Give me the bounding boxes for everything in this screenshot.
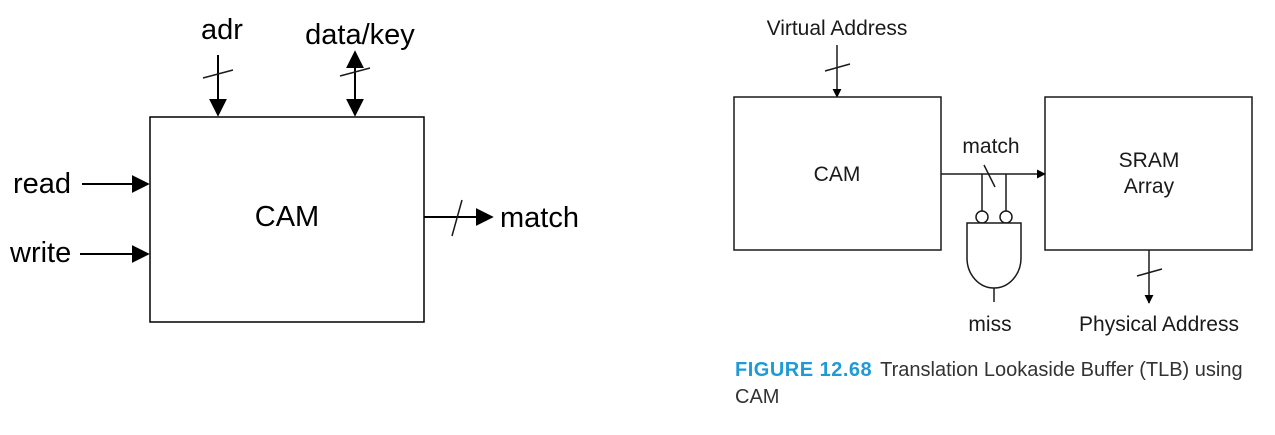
data-key-bus-slash xyxy=(339,67,371,77)
gate-inverter-bubble-left xyxy=(975,210,989,224)
physical-address-bus-slash xyxy=(1136,268,1163,277)
adr-label: adr xyxy=(201,14,243,46)
gate-inverter-bubble-right xyxy=(999,210,1013,224)
figure-number: FIGURE 12.68 xyxy=(735,359,873,381)
sram-label-line1: SRAM xyxy=(1119,149,1180,172)
virtual-address-bus-slash xyxy=(824,63,851,72)
sram-label-line2: Array xyxy=(1124,175,1175,198)
miss-label: miss xyxy=(968,313,1011,336)
match-bus-slash xyxy=(451,199,463,237)
virtual-address-label: Virtual Address xyxy=(767,17,908,40)
figure-caption-text: Translation Lookaside Buffer (TLB) using… xyxy=(735,359,1243,408)
tlb-match-bus-slash xyxy=(983,164,996,188)
tlb-cam-label: CAM xyxy=(814,163,861,186)
physical-address-label: Physical Address xyxy=(1079,313,1239,336)
sram-array-block xyxy=(1044,96,1253,251)
match-label: match xyxy=(500,202,579,234)
tlb-match-label: match xyxy=(962,135,1019,158)
and-gate-icon xyxy=(966,222,1022,289)
adr-bus-slash xyxy=(202,69,234,79)
cam-block xyxy=(149,116,425,323)
left-cam-diagram: CAM adr data/key read write match xyxy=(9,14,579,323)
right-tlb-diagram: Virtual Address CAM SRAM Array match mis… xyxy=(733,17,1253,336)
read-label: read xyxy=(13,168,71,200)
data-key-label: data/key xyxy=(305,19,415,51)
cam-block-label: CAM xyxy=(255,201,319,233)
tlb-cam-block xyxy=(733,96,942,251)
write-label: write xyxy=(9,237,71,269)
